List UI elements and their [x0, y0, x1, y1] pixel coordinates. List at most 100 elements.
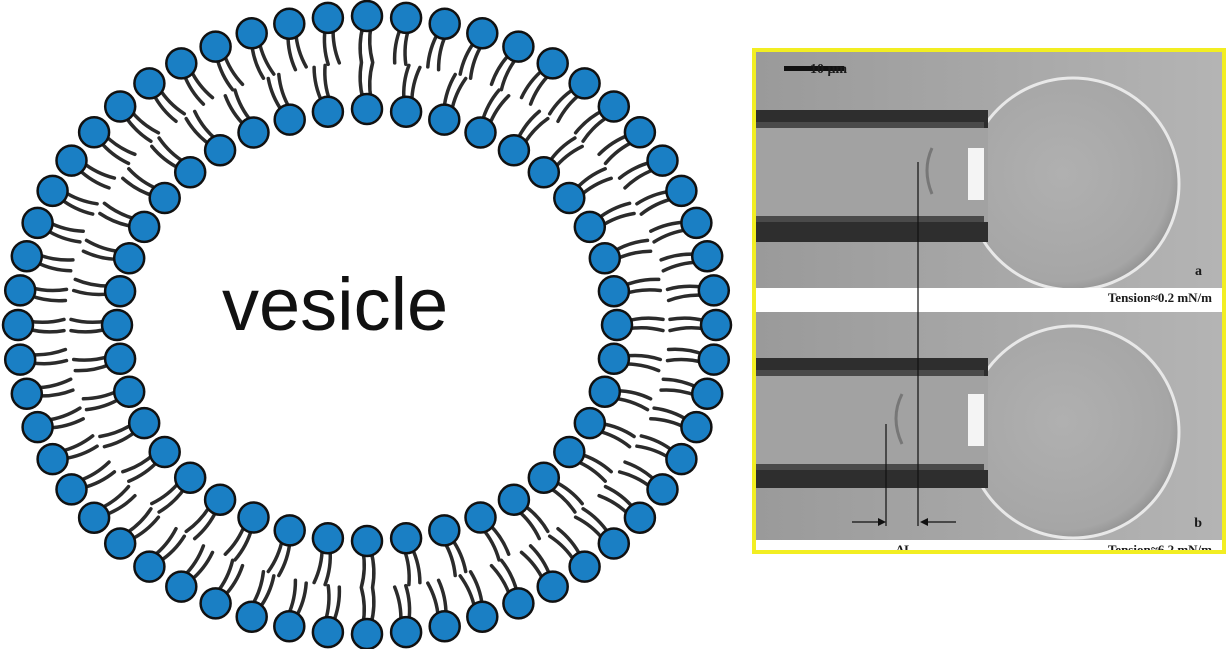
lipid-head-inner: [527, 461, 561, 494]
lipid-head-outer: [165, 570, 198, 603]
lipid-head-outer: [623, 116, 657, 149]
lipid-head-outer: [21, 410, 54, 444]
lipid-head-outer: [699, 308, 733, 342]
lipid-head-inner: [203, 483, 237, 516]
lipid-head-outer: [273, 7, 306, 40]
lipid-head-inner: [588, 242, 622, 275]
lipid-head-outer: [502, 587, 535, 620]
lipid-head-inner: [173, 461, 207, 494]
lipid-head-inner: [100, 308, 134, 342]
lipid-head-outer: [697, 343, 731, 376]
lipid-head-inner: [127, 210, 161, 244]
lipid-head-outer: [199, 30, 232, 63]
lipid-head-inner: [273, 103, 306, 136]
lipid-head-outer: [10, 377, 44, 411]
lipid-head-outer: [199, 587, 232, 620]
lipid-head-outer: [3, 274, 37, 307]
lipid-head-outer: [623, 501, 657, 534]
lipid-head-inner: [428, 103, 461, 136]
lipid-head-outer: [311, 615, 345, 649]
lipid-head-outer: [690, 239, 724, 273]
frame-b: [756, 312, 1222, 540]
lipid-head-inner: [389, 95, 423, 128]
lipid-head-inner: [203, 134, 237, 167]
lipid-head-outer: [235, 17, 268, 50]
lipid-head-inner: [553, 181, 586, 215]
lipid-head-inner: [497, 483, 531, 516]
lipid-head-outer: [103, 527, 137, 560]
lipid-head-inner: [600, 308, 634, 342]
lipid-head-outer: [536, 570, 569, 603]
lipid-head-inner: [148, 435, 181, 469]
lipid-head-outer: [536, 47, 569, 80]
lipid-head-outer: [646, 473, 679, 506]
lipid-head-inner: [112, 242, 146, 275]
lipid-head-inner: [597, 342, 631, 376]
lipid-head-outer: [690, 377, 724, 411]
lipid-head-inner: [573, 406, 607, 440]
lipid-head-inner: [350, 524, 384, 558]
lipid-head-outer: [568, 67, 601, 100]
micropipette-micrograph: 10 μm a Tension≈0.2 mN/m b Tension≈6.2 m…: [752, 48, 1226, 554]
lipid-head-outer: [21, 206, 54, 240]
lipid-head-outer: [389, 1, 423, 35]
lipid-heads: [1, 0, 733, 649]
lipid-head-outer: [350, 617, 384, 649]
lipid-head-inner: [273, 514, 306, 547]
lipid-head-inner: [148, 181, 181, 215]
lipid-head-outer: [55, 473, 88, 506]
lipid-head-inner: [103, 274, 137, 308]
micrograph-image: [756, 52, 1222, 550]
lipid-head-outer: [1, 308, 35, 342]
tension-label-a: Tension≈0.2 mN/m: [1107, 290, 1212, 305]
lipid-head-outer: [597, 90, 631, 123]
lipid-head-inner: [237, 501, 270, 534]
lipid-head-outer: [77, 501, 111, 534]
lipid-head-outer: [597, 527, 631, 560]
tension-label-b: Tension≈6.2 mN/m: [1107, 542, 1212, 554]
scale-bar-label: 10 μm: [810, 62, 848, 77]
lipid-head-outer: [646, 144, 679, 177]
frame-b-letter: b: [1194, 516, 1202, 531]
lipid-head-outer: [428, 610, 461, 643]
lipid-head-outer: [133, 67, 166, 100]
lipid-head-outer: [235, 600, 268, 633]
lipid-head-inner: [573, 210, 607, 244]
lipid-head-outer: [103, 90, 137, 123]
lipid-head-outer: [77, 116, 111, 149]
lipid-head-inner: [464, 116, 497, 149]
lipid-head-outer: [680, 410, 713, 444]
lipid-head-outer: [466, 600, 499, 633]
lipid-head-outer: [3, 343, 37, 376]
lipid-head-inner: [553, 435, 586, 469]
lipid-head-outer: [273, 610, 306, 643]
lipid-head-outer: [165, 47, 198, 80]
lipid-head-outer: [665, 442, 698, 476]
lipid-head-inner: [127, 406, 161, 440]
frame-a-letter: a: [1195, 264, 1202, 279]
delta-l-label: ΔL: [896, 542, 913, 554]
lipid-head-outer: [680, 206, 713, 240]
scale-bar: [784, 66, 844, 71]
lipid-head-outer: [568, 550, 601, 583]
lipid-head-inner: [103, 342, 137, 376]
frame-a: [756, 52, 1222, 292]
lipid-head-outer: [428, 7, 461, 40]
lipid-head-outer: [10, 239, 44, 273]
lipid-head-inner: [389, 522, 423, 555]
lipid-head-inner: [173, 156, 207, 189]
lipid-head-outer: [311, 1, 345, 35]
lipid-head-inner: [428, 514, 461, 547]
lipid-head-outer: [36, 442, 69, 476]
lipid-head-inner: [350, 92, 384, 126]
lipid-head-inner: [112, 375, 146, 408]
vesicle-label: vesicle: [222, 263, 449, 346]
lipid-head-outer: [502, 30, 535, 63]
lipid-head-outer: [697, 274, 731, 307]
lipid-head-outer: [55, 144, 88, 177]
vesicle-circle-a: [965, 76, 1181, 292]
lipid-head-inner: [311, 95, 345, 128]
lipid-head-outer: [133, 550, 166, 583]
lipid-head-outer: [350, 0, 384, 33]
lipid-head-outer: [466, 17, 499, 50]
